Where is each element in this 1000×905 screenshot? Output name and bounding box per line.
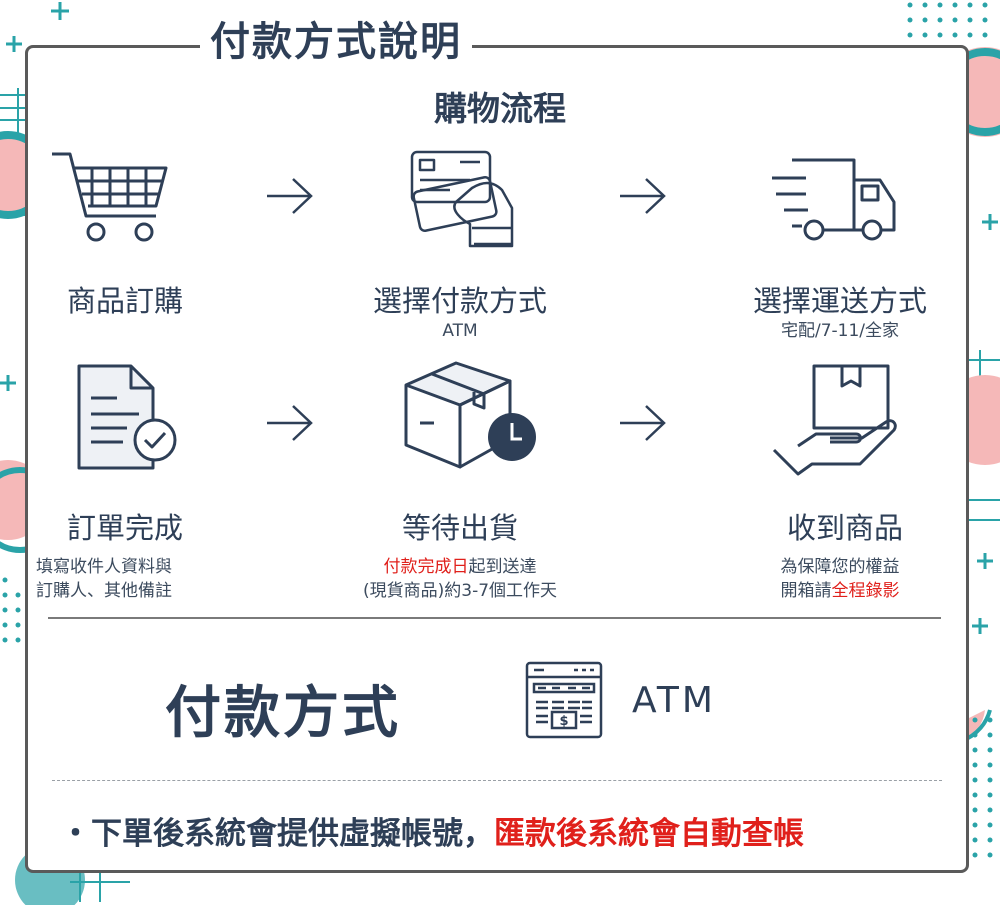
step-sub-complete-1: 填寫收件人資料與: [36, 556, 216, 578]
arrow-right-icon: [618, 176, 668, 216]
payment-method: ATM: [632, 680, 716, 721]
step-label-complete: 訂單完成: [40, 505, 210, 547]
step-sub-text: 開箱請: [781, 581, 832, 601]
atm-machine-icon: $: [524, 660, 604, 740]
step-sub-waiting-1: 付款完成日起到送達: [330, 556, 590, 578]
step-label-received: 收到商品: [755, 505, 935, 547]
section-title: 購物流程: [0, 82, 1000, 130]
step-sub-received-1: 為保障您的權益: [740, 556, 940, 578]
section-divider: [48, 617, 941, 619]
arrow-right-icon: [265, 176, 315, 216]
note-text: 下單後系統會提供虛擬帳號，: [91, 816, 494, 852]
note-highlight: 匯款後系統會自動查帳: [494, 816, 804, 852]
highlight-text: 全程錄影: [832, 581, 900, 601]
bullet: ・: [60, 816, 91, 852]
hand-box-icon: [770, 362, 900, 477]
step-label-waiting: 等待出貨: [340, 505, 580, 547]
highlight-text: 付款完成日: [384, 557, 469, 577]
step-label-order: 商品訂購: [40, 278, 210, 320]
step-sub-text: 起到送達: [469, 557, 537, 577]
step-label-shipping: 選擇運送方式: [725, 278, 955, 320]
step-label-payment: 選擇付款方式: [340, 278, 580, 320]
title-wrap: 付款方式說明: [200, 14, 472, 70]
step-sub-received-2: 開箱請全程錄影: [740, 580, 940, 602]
step-sub-complete-2: 訂購人、其他備註: [36, 580, 216, 602]
delivery-truck-icon: [770, 150, 910, 250]
step-sub-payment: ATM: [340, 320, 580, 342]
payment-title: 付款方式: [165, 668, 401, 749]
page-title: 付款方式說明: [210, 14, 462, 70]
credit-card-hand-icon: [410, 148, 520, 248]
step-sub-waiting-2: (現貨商品)約3-7個工作天: [330, 580, 590, 602]
box-clock-icon: [400, 355, 550, 470]
payment-note: ・下單後系統會提供虛擬帳號，匯款後系統會自動查帳: [60, 808, 804, 853]
document-check-icon: [75, 362, 185, 472]
shopping-cart-icon: [48, 150, 178, 250]
arrow-right-icon: [265, 403, 315, 443]
step-sub-shipping: 宅配/7-11/全家: [725, 320, 955, 342]
dashed-divider: [52, 780, 942, 781]
arrow-right-icon: [618, 403, 668, 443]
svg-text:$: $: [559, 714, 568, 729]
